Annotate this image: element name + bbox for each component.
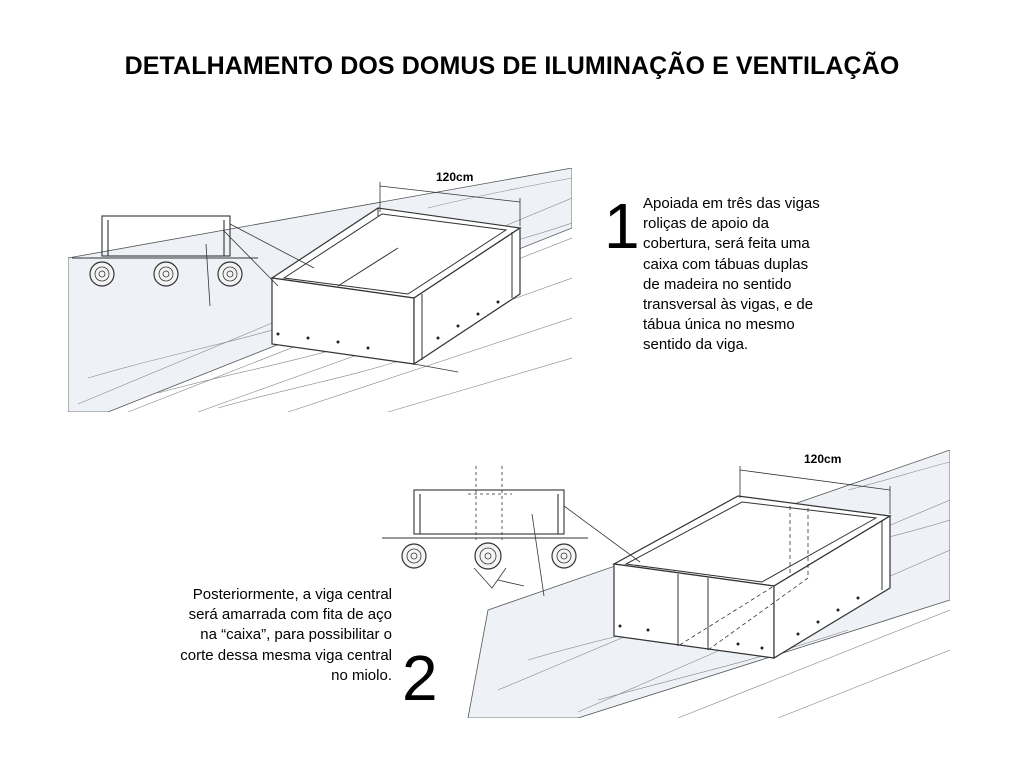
box-drawing-step-2 <box>382 450 950 718</box>
step-number-2: 2 <box>402 642 438 714</box>
step-number-1: 1 <box>604 190 640 262</box>
dimension-label-step-1: 120cm <box>436 170 474 184</box>
page-title: DETALHAMENTO DOS DOMUS DE ILUMINAÇÃO E V… <box>124 52 900 80</box>
diagram-step-2 <box>378 450 950 718</box>
dimension-label-step-2: 120cm <box>804 452 842 466</box>
diagram-step-1 <box>68 168 572 412</box>
step-description-2: Posteriormente, a viga central será amar… <box>180 586 392 684</box>
box-drawing-step-1 <box>68 168 572 412</box>
step-description-1: Apoiada em três das vigas roliças de apo… <box>643 195 820 354</box>
